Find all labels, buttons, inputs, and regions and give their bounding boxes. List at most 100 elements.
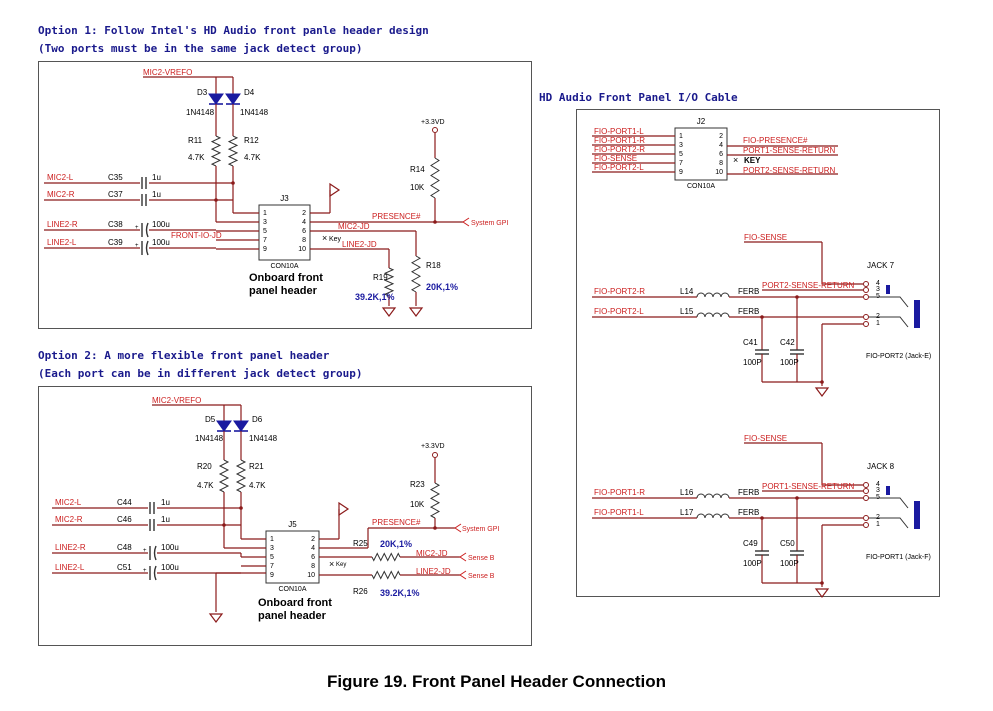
wire [227,135,239,167]
wire [383,267,395,297]
inductor-ref: L14 [680,287,694,296]
terminal-circle [863,321,869,327]
terminal-circle [863,482,869,488]
pin-number: 4 [876,280,880,287]
capacitor-value: 1u [152,173,161,182]
resistor-value: 39.2K,1% [380,588,420,598]
resistor-value: 20K,1% [380,539,412,549]
junction-dot [222,523,226,527]
header-label: Onboard front [249,272,323,284]
inductor-value: FERB [738,307,759,316]
wire [410,255,422,293]
pin-number: 1 [876,320,880,327]
jack-body [914,501,920,529]
key-mark: × [322,233,327,243]
pin-number: 1 [270,536,274,543]
figure-caption: Figure 19. Front Panel Header Connection [326,672,667,691]
net-label: FIO-SENSE [744,434,787,443]
resistor-value: 39.2K,1% [355,292,395,302]
pin-number: 4 [311,545,315,552]
sense-label: Sense B [468,555,495,562]
net-label: FIO-PRESENCE# [743,136,808,145]
wire [869,517,909,529]
gpi-label: System GPI [471,220,508,227]
pin-number: 2 [311,536,315,543]
net-label: MIC2-JD [416,549,448,558]
wire [430,157,440,199]
pin-number: 5 [679,151,683,158]
key-label: Key [329,236,342,243]
pin-number: 6 [311,554,315,561]
capacitor-ref: C42 [780,338,795,347]
power-flag [329,182,341,198]
capacitor-ref: C41 [743,338,758,347]
pin-number: 5 [270,554,274,561]
terminal-circle [863,522,869,528]
terminal-circle [863,515,869,521]
diode [216,420,232,432]
key-label: Key [336,562,346,568]
ground-symbol [814,588,830,598]
pin-number: 8 [302,237,306,244]
capacitor-value: 100u [161,563,179,572]
net-label: FIO-PORT2-L [594,307,644,316]
pin-number: 10 [298,246,306,253]
terminal-circle [432,127,438,133]
capacitor-value: 100P [743,559,762,568]
supply-label: +3.3VD [421,443,445,450]
pin-number: 3 [876,286,880,293]
net-label: FIO-PORT2-R [594,287,645,296]
resistor-ref: R12 [244,136,259,145]
wire [459,570,467,580]
header-label: panel header [258,610,327,622]
resistor-value: 4.7K [188,153,205,162]
inductor-value: FERB [738,508,759,517]
capacitor-ref: C51 [117,563,132,572]
jack-ref: JACK 7 [867,261,895,270]
jack-ref: JACK 8 [867,462,895,471]
diode-ref: D4 [244,88,255,97]
diode-part: 1N4148 [186,108,215,117]
key-mark: × [733,155,738,165]
capacitor-value: 100u [152,238,170,247]
junction-dot [239,506,243,510]
wire [696,493,730,499]
label: + [135,243,139,249]
wire [696,513,730,519]
pin-number: 6 [719,151,723,158]
pin-number: 2 [302,210,306,217]
inductor-value: FERB [738,488,759,497]
wire [696,292,730,298]
net-label: MIC2-L [55,498,82,507]
resistor-value: 4.7K [249,481,266,490]
net-label: LINE2-JD [416,567,451,576]
net-label: MIC2-JD [338,222,370,231]
capacitor-value: 100P [780,358,799,367]
pin-number: 1 [876,521,880,528]
resistor-ref: R21 [249,462,264,471]
pin-number: 9 [270,572,274,579]
connector-ref: J2 [697,117,706,126]
pin-number: 7 [270,563,274,570]
power-flag [338,501,350,517]
diode [208,93,224,105]
pin-number: 8 [719,160,723,167]
capacitor-value: 100u [152,220,170,229]
terminal-circle [863,488,869,494]
ground-symbol [208,613,224,623]
capacitor-value: 1u [161,515,170,524]
capacitor-value: 100u [161,543,179,552]
pin-number: 3 [679,142,683,149]
pin-number: 9 [679,169,683,176]
resistor-ref: R20 [197,462,212,471]
capacitor-value: 1u [161,498,170,507]
ground-symbol [381,307,397,317]
wire [869,296,909,308]
resistor-value: 10K [410,183,425,192]
wire [869,497,909,509]
diode-part: 1N4148 [249,434,278,443]
capacitor-ref: C38 [108,220,123,229]
cable-panel [576,109,940,597]
